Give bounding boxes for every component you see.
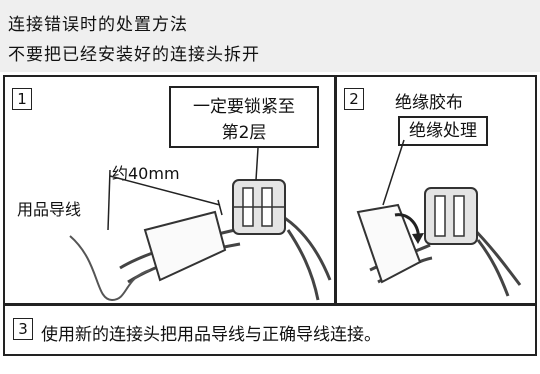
step-2-number: 2 bbox=[344, 88, 364, 110]
step-3-text: 使用新的连接头把用品导线与正确导线连接。 bbox=[41, 325, 381, 345]
wrap-arrowhead bbox=[412, 233, 424, 244]
wire-h bbox=[476, 239, 510, 297]
instruction-header: 连接错误时的处置方法 不要把已经安装好的连接头拆开 bbox=[0, 0, 540, 72]
tape-label: 绝缘胶布 bbox=[395, 93, 463, 113]
lock-callout-line2: 第2层 bbox=[221, 123, 267, 143]
step-3-panel: 3 使用新的连接头把用品导线与正确导线连接。 bbox=[3, 304, 537, 356]
wire-d bbox=[286, 229, 320, 301]
tape-strip bbox=[356, 203, 422, 284]
step-1-number: 1 bbox=[12, 88, 32, 110]
step-3-number: 3 bbox=[13, 318, 33, 340]
wire-sleeve bbox=[143, 210, 227, 282]
dimension-line bbox=[109, 175, 221, 206]
wire-label: 用品导线 bbox=[17, 200, 82, 219]
connector-step2 bbox=[424, 187, 478, 245]
accessory-wire bbox=[69, 235, 151, 302]
measure-label: 约40mm bbox=[112, 164, 180, 183]
insulation-callout: 绝缘处理 bbox=[398, 116, 488, 146]
tape-pointer bbox=[382, 139, 405, 206]
header-title: 连接错误时的处置方法 bbox=[8, 15, 188, 35]
dimension-tick-right bbox=[217, 199, 223, 216]
callout-pointer bbox=[255, 147, 259, 181]
header-subtitle: 不要把已经安装好的连接头拆开 bbox=[8, 45, 260, 65]
dimension-tick-left bbox=[107, 169, 111, 231]
connector-step1 bbox=[232, 179, 286, 235]
lock-callout: 一定要锁紧至 第2层 bbox=[169, 86, 319, 148]
wire-c bbox=[279, 213, 332, 281]
lock-callout-line1: 一定要锁紧至 bbox=[193, 97, 295, 117]
